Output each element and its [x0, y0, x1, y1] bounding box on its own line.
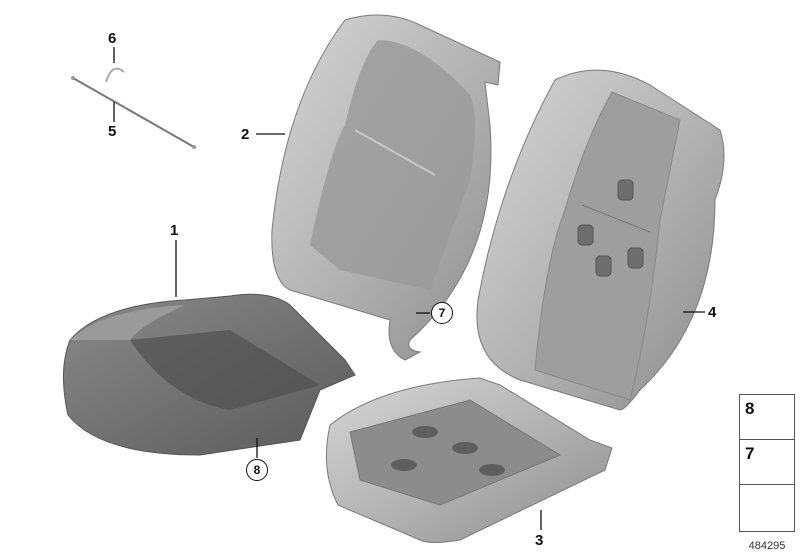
callout-5: 5	[108, 123, 117, 140]
callout-3: 3	[535, 532, 544, 549]
backrest-cover-part	[271, 14, 501, 361]
callout-6: 6	[108, 30, 117, 47]
circled-callout-7: 7	[431, 302, 453, 324]
backrest-foam-part	[476, 69, 725, 411]
wire-rod-part	[71, 76, 196, 149]
legend-item-arrow	[740, 485, 794, 531]
seat-cushion-cover-part	[62, 293, 356, 456]
legend-label-7: 7	[745, 444, 755, 463]
diagram-reference-number: 484295	[748, 540, 786, 552]
leader-lines	[113, 47, 705, 530]
seat-cushion-foam-part	[325, 377, 613, 543]
circled-callout-8: 8	[246, 459, 268, 481]
hog-ring-clip-part	[105, 67, 125, 83]
parts-legend: 8 7	[739, 394, 795, 532]
legend-label-8: 8	[745, 399, 755, 418]
callout-4: 4	[708, 304, 717, 321]
legend-item-7: 7	[740, 440, 794, 485]
legend-item-8: 8	[740, 395, 794, 440]
callout-1: 1	[170, 222, 179, 239]
callout-2: 2	[241, 126, 250, 143]
